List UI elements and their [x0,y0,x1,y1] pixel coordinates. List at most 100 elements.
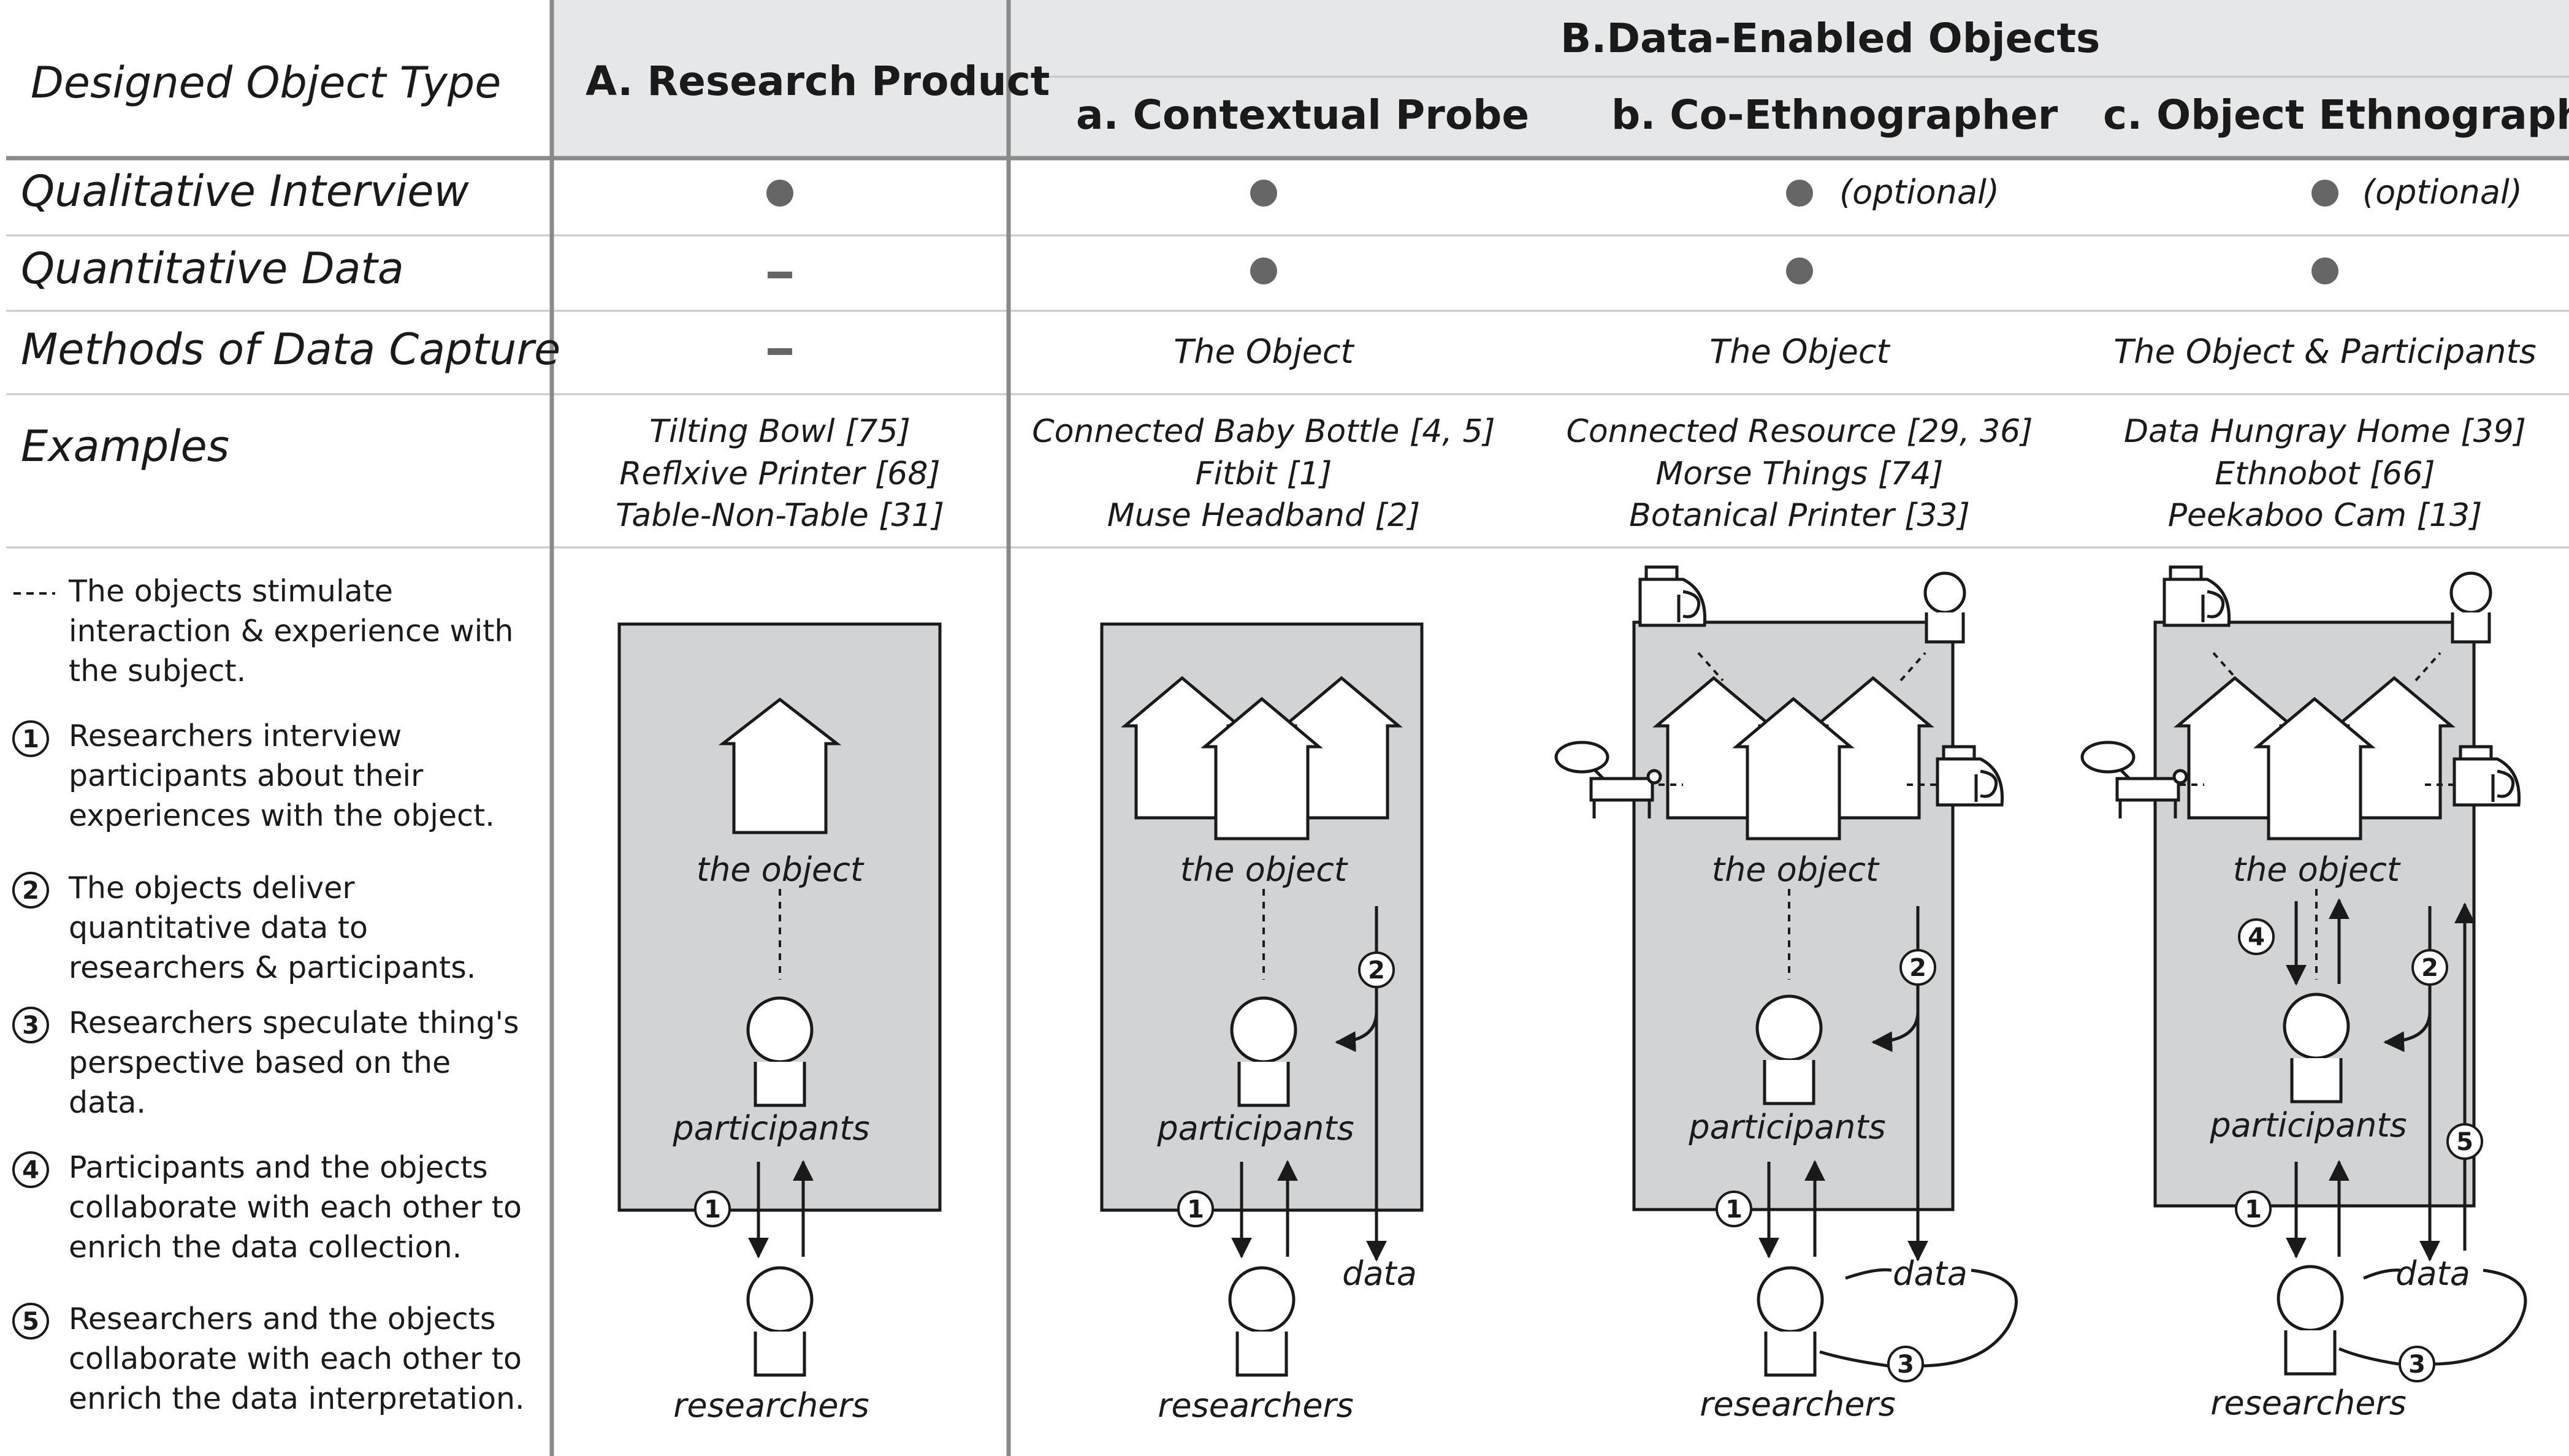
number-text: 1 [2245,1195,2262,1224]
speech-bubble [1554,741,1609,774]
participant-icon [746,996,814,1107]
step-5-marker: 5 [2446,1123,2483,1160]
label-the-object: the object [2232,850,2400,889]
dot-quant-co [1786,257,1813,284]
header-type-label: Designed Object Type [31,58,502,108]
example-item: Data Hungray Home [39] [2123,413,2527,450]
house-shape [2253,696,2376,840]
row-label-capture: Methods of Data Capture [21,324,561,375]
step-1-marker: 1 [2235,1191,2272,1227]
step-2-marker: 2 [1899,949,1936,986]
example-item: Reflxive Printer [68] [619,455,941,492]
number-circle [12,720,49,757]
researcher-icon [2277,1265,2344,1376]
kettle-lid [1644,565,1679,581]
number-circle [1358,951,1395,988]
example-item: Table-Non-Table [31] [616,497,944,535]
house-shape [718,697,842,834]
label-researchers: researchers [2210,1384,2407,1422]
number-circle [1887,1346,1924,1382]
researcher-icon [1757,1266,1824,1377]
person-body [1237,1062,1290,1107]
number-text: 4 [22,1156,39,1184]
number-text: 3 [2408,1351,2426,1379]
header-bg-research [552,0,1009,158]
person-head [1755,994,1823,1062]
dot-quant-probe [1250,257,1277,284]
dot-qual-obj [2311,180,2338,207]
capture-obj: The Object & Participants [2113,332,2537,371]
label-participants: participants [1689,1108,1886,1146]
example-item: Fitbit [1] [1195,455,1332,492]
dot-quant-obj [2311,257,2338,284]
small-person-body [2451,612,2491,644]
step-1-marker: 1 [694,1191,731,1227]
legend-marker-2: 2 [12,872,49,909]
label-participants: participants [673,1109,870,1148]
number-text: 5 [22,1308,39,1336]
number-circle [694,1191,731,1227]
number-circle [1177,1191,1214,1227]
dot-qual-research [766,180,793,207]
legend-marker-5: 5 [12,1303,49,1340]
qual-co-optional: (optional) [1839,173,1999,212]
examples-obj: Data Hungray Home [39] Ethnobot [66] Pee… [2124,411,2526,537]
number-circle [1899,949,1936,986]
researcher-icon [746,1266,814,1377]
kettle-body [1936,757,2004,807]
legend-item-3: Researchers speculate thing's perspectiv… [69,1005,519,1121]
house-icon [2253,696,2376,840]
label-researchers: researchers [1700,1385,1896,1424]
dash-capture-research [768,348,792,355]
bed-knob [2172,769,2188,785]
number-text: 3 [22,1012,39,1040]
number-text: 3 [1897,1351,1914,1379]
number-text: 2 [22,877,39,905]
kettle-lid [1942,745,1976,761]
number-text: 1 [1187,1195,1204,1224]
label-the-object: the object [696,850,864,889]
bed-with-speech-icon [2080,741,2188,818]
example-item: Connected Resource [29, 36] [1566,413,2033,450]
header-contextual-probe: a. Contextual Probe [1076,91,1530,139]
person-head [2283,993,2350,1060]
label-the-object: the object [1180,850,1348,889]
person-head [1757,1266,1824,1333]
qual-obj-optional: (optional) [2362,173,2522,212]
label-data: data [1893,1254,1968,1293]
person-body [754,1062,806,1107]
person-body [2290,1058,2343,1103]
person-body [1763,1060,1815,1105]
person-head [746,996,814,1064]
header-object-ethnographer: c. Object Ethnographer [2103,91,2569,139]
bed-knob [1646,769,1662,785]
number-text: 5 [2456,1128,2473,1156]
participant-icon [1755,994,1823,1105]
examples-research: Tilting Bowl [75] Reflxive Printer [68] … [616,411,944,537]
legend-item-5: Researchers and the objects collaborate … [69,1302,525,1417]
step-3-marker: 3 [1887,1346,1924,1382]
house-icon [1201,696,1323,840]
person-head [746,1266,814,1333]
number-text: 1 [704,1195,721,1224]
small-person-icon [1923,571,1966,644]
person-body [2284,1330,2337,1376]
kettle-body [1638,577,1707,627]
example-item: Tilting Bowl [75] [649,413,910,450]
example-item: Morse Things [74] [1655,455,1944,492]
person-head [2277,1265,2344,1332]
label-researchers: researchers [673,1386,869,1425]
example-item: Peekaboo Cam [13] [2167,497,2483,535]
header-co-ethnographer: b. Co-Ethnographer [1611,91,2058,139]
examples-co: Connected Resource [29, 36] Morse Things… [1567,411,2033,537]
header-data-enabled: B.Data-Enabled Objects [1560,15,2101,62]
header-research-product: A. Research Product [586,58,1050,105]
diagram-co-ethnographer: 213 [1554,565,2018,1382]
row-label-qualitative: Qualitative Interview [21,166,469,216]
researcher-icon [1228,1266,1296,1377]
object-houses [2174,676,2456,840]
kettle-lid [2459,745,2493,761]
